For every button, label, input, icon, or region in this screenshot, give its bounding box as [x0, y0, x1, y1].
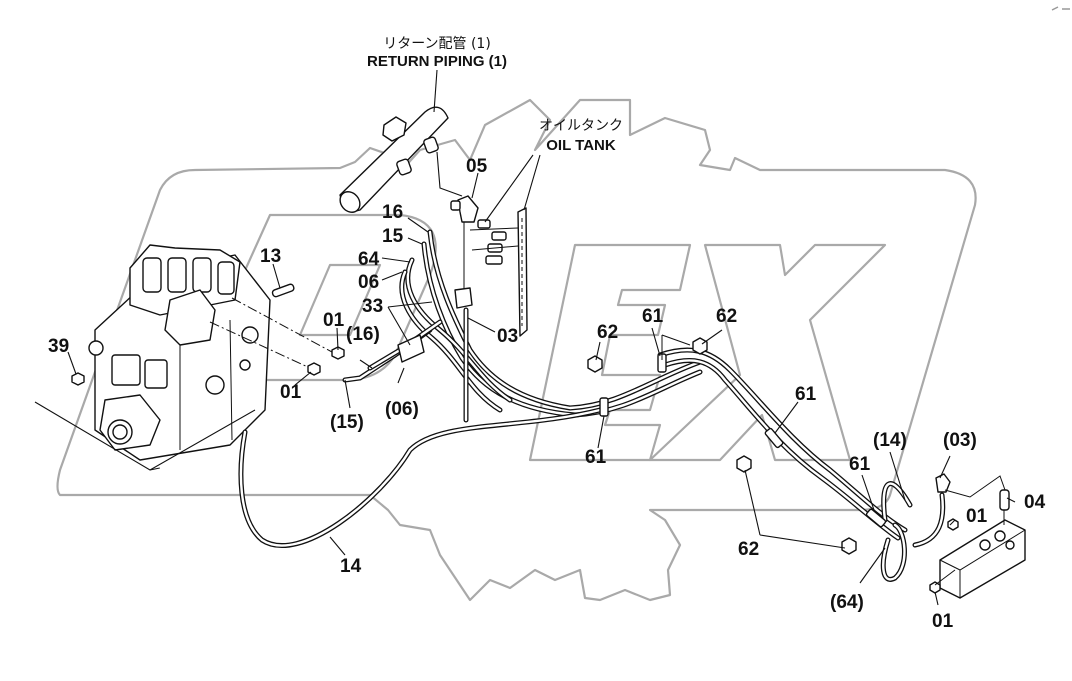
callout-39: 39: [48, 336, 69, 357]
pin-13: [271, 283, 295, 298]
callout-13: 13: [260, 246, 281, 267]
callout-16-ref: (16): [346, 324, 380, 345]
callout-06: 06: [358, 272, 379, 293]
watermark-gear-outline: [56, 98, 977, 602]
control-valve-assembly: [34, 244, 295, 471]
watermark-logo: [56, 98, 977, 602]
tank-fittings: [469, 219, 519, 265]
bolts-62: [587, 334, 857, 555]
center-line: [231, 297, 333, 353]
callout-61: 61: [795, 384, 817, 405]
callout-01: 01: [323, 310, 345, 331]
callout-16: 16: [382, 202, 403, 223]
callout-61: 61: [642, 306, 664, 327]
callouts: 05 16 15 64 06 33 03 13 39 01 01 (16) (1…: [48, 156, 1046, 632]
callout-06-ref: (06): [385, 399, 419, 420]
callout-61: 61: [849, 454, 871, 475]
callout-61: 61: [585, 447, 607, 468]
callout-01: 01: [280, 382, 302, 403]
annotations: リターン配管 (1) RETURN PIPING (1) オイルタンク OIL …: [367, 36, 623, 154]
callout-01: 01: [932, 611, 954, 632]
clamp-33: [397, 334, 425, 363]
fittings-01: [307, 346, 345, 376]
oil-tank-label-en: OIL TANK: [546, 137, 616, 154]
plug-39: [71, 372, 85, 386]
callout-05: 05: [466, 156, 488, 177]
callout-14-ref: (14): [873, 430, 907, 451]
callout-33: 33: [362, 296, 383, 317]
callout-62: 62: [716, 306, 737, 327]
manifold-block: [929, 473, 1026, 599]
callout-14: 14: [340, 556, 362, 577]
callout-64: 64: [358, 249, 380, 270]
callout-62: 62: [738, 539, 759, 560]
callout-03-ref: (03): [943, 430, 977, 451]
oil-tank-plate: [469, 207, 528, 337]
callout-62: 62: [597, 322, 618, 343]
watermark-letter-x: [648, 243, 887, 462]
callout-15: 15: [382, 226, 404, 247]
callout-01: 01: [966, 506, 988, 527]
callout-03: 03: [497, 326, 518, 347]
return-pipe-nut: [382, 116, 407, 142]
oil-tank-label-jp: オイルタンク: [539, 118, 623, 134]
elbow-fitting-05: [450, 195, 479, 223]
hoses: [238, 222, 946, 582]
callout-04: 04: [1024, 492, 1046, 513]
watermark-letter-e: [528, 243, 692, 462]
callout-64-ref: (64): [830, 592, 864, 613]
clamps-61: [397, 287, 887, 528]
return-piping: [339, 106, 463, 213]
center-line: [209, 321, 311, 369]
leader-lines: [67, 69, 1016, 606]
corner-mark: [1051, 6, 1070, 11]
callout-15-ref: (15): [330, 412, 364, 433]
return-piping-label-en: RETURN PIPING (1): [367, 53, 507, 70]
return-piping-label-jp: リターン配管 (1): [383, 36, 491, 52]
